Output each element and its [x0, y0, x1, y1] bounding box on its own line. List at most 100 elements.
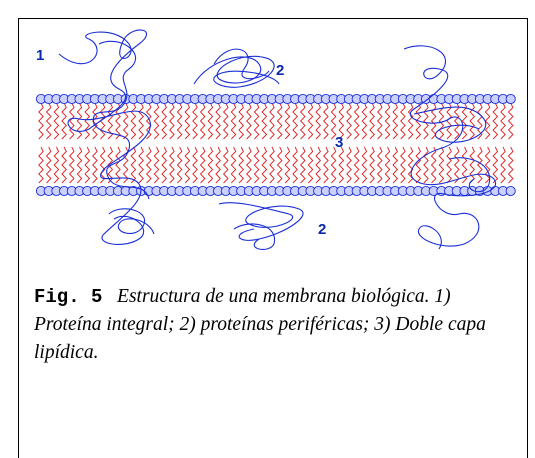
lipid-tail	[253, 146, 260, 184]
lipid-tail	[84, 102, 91, 140]
lipid-tail	[484, 146, 491, 184]
lipid-tail	[330, 102, 337, 140]
lipid-tail	[307, 102, 314, 140]
lipid-tail	[145, 146, 152, 184]
lipid-tail	[284, 146, 291, 184]
lipid-tail	[407, 146, 414, 184]
lipid-tail	[353, 102, 360, 140]
lipid-tail	[53, 102, 60, 140]
lipid-tail	[153, 146, 160, 184]
lipid-tail	[145, 102, 152, 140]
lipid-tail	[53, 146, 60, 184]
lipid-tail	[215, 102, 221, 140]
lipid-tails	[38, 102, 514, 184]
lipid-tail	[161, 102, 168, 140]
lipid-tail	[76, 102, 83, 140]
protein-strand	[58, 29, 151, 245]
proteins	[58, 29, 497, 250]
membrane-diagram: 1 2 2 3	[35, 29, 516, 250]
lipid-head	[505, 93, 516, 105]
lipid-tail	[392, 146, 399, 184]
caption-text: Estructura de una membrana biológica. 1)…	[34, 286, 486, 363]
lipid-tail	[284, 102, 291, 140]
lipid-tail	[130, 102, 137, 140]
lipid-tail	[346, 146, 352, 184]
lipid-tail	[138, 102, 144, 140]
lipid-tail	[215, 146, 221, 184]
lipid-tail	[99, 146, 106, 184]
lipid-tail	[307, 146, 314, 184]
lipid-tail	[323, 146, 329, 184]
lipid-tail	[507, 146, 514, 184]
lipid-tail	[130, 146, 137, 184]
lipid-tail	[76, 146, 83, 184]
lipid-tail	[122, 102, 129, 140]
lipid-tail	[253, 102, 260, 140]
lipid-tail	[415, 146, 422, 184]
lipid-tail	[61, 146, 67, 184]
lipid-tail	[238, 102, 245, 140]
protein-strand	[403, 45, 497, 250]
lipid-tail	[84, 146, 91, 184]
lipid-tail	[338, 146, 345, 184]
lipid-tail	[238, 146, 245, 184]
lipid-tail	[269, 146, 275, 184]
lipid-tail	[199, 146, 206, 184]
lipid-tail	[61, 102, 67, 140]
caption-fig-number: Fig. 5	[34, 286, 103, 308]
lipid-tail	[492, 102, 499, 140]
lipid-tail	[500, 146, 506, 184]
lipid-tail	[292, 102, 298, 140]
lipid-tail	[338, 102, 345, 140]
lipid-tail	[361, 102, 368, 140]
lipid-tail	[261, 102, 268, 140]
lipid-tail	[68, 146, 75, 184]
lipid-tail	[269, 102, 275, 140]
protein-strand	[108, 208, 155, 235]
figure-caption: Fig. 5 Estructura de una membrana biológ…	[34, 283, 514, 367]
lipid-tail	[92, 146, 98, 184]
protein-strand	[193, 55, 280, 88]
lipid-tail	[246, 102, 252, 140]
lipid-tail	[461, 102, 468, 140]
lipid-tail	[38, 102, 44, 140]
lipid-tail	[138, 146, 144, 184]
lipid-tail	[400, 146, 406, 184]
protein-strand	[218, 202, 304, 241]
lipid-tail	[184, 102, 191, 140]
lipid-tail	[246, 146, 252, 184]
lipid-head	[505, 185, 516, 197]
lipid-tail	[446, 146, 452, 184]
label-peripheral-protein-bottom: 2	[318, 221, 326, 238]
lipid-tail	[469, 146, 476, 184]
lipid-tail	[115, 146, 121, 184]
lipid-tail	[176, 102, 183, 140]
lipid-tail	[361, 146, 368, 184]
lipid-tail	[276, 102, 283, 140]
lipid-tail	[500, 102, 506, 140]
lipid-tail	[353, 146, 360, 184]
lipid-tail	[407, 102, 414, 140]
lipid-tail	[222, 102, 229, 140]
lipid-tail	[423, 102, 429, 140]
lipid-tail	[376, 102, 383, 140]
lipid-tail	[169, 102, 175, 140]
label-lipid-bilayer: 3	[335, 134, 343, 151]
lipid-tail	[199, 102, 206, 140]
lipid-tail	[469, 102, 476, 140]
lipid-tail	[384, 146, 391, 184]
lipid-tail	[207, 146, 214, 184]
label-integral-protein: 1	[36, 47, 44, 64]
lipid-tail	[430, 102, 437, 140]
lipid-tail	[222, 146, 229, 184]
lipid-tail	[477, 146, 483, 184]
lipid-tail	[492, 146, 499, 184]
lipid-tail	[299, 146, 306, 184]
lipid-tail	[400, 102, 406, 140]
lipid-tail	[453, 146, 460, 184]
lipid-tail	[45, 102, 52, 140]
lipid-tail	[192, 146, 198, 184]
lipid-tail	[299, 102, 306, 140]
lipid-tail	[453, 102, 460, 140]
lipid-tail	[184, 146, 191, 184]
